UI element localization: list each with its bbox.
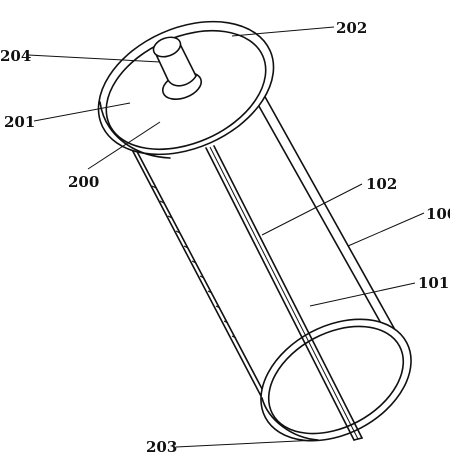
leader-lines [27, 26, 425, 448]
cylinder-housing [103, 85, 405, 405]
label-102: 102 [366, 175, 397, 193]
label-201: 201 [4, 113, 35, 131]
label-200: 200 [68, 173, 99, 191]
label-203: 203 [146, 438, 177, 455]
label-202: 202 [336, 19, 367, 37]
perforation-row [151, 185, 237, 339]
lid-knob [152, 36, 203, 100]
central-rod [205, 145, 363, 441]
label-100: 100 [426, 205, 450, 223]
bottom-ring [260, 318, 412, 442]
label-204: 204 [0, 47, 31, 65]
reference-labels: 204 202 201 200 102 100 101 203 [0, 19, 450, 455]
label-101: 101 [418, 274, 449, 292]
